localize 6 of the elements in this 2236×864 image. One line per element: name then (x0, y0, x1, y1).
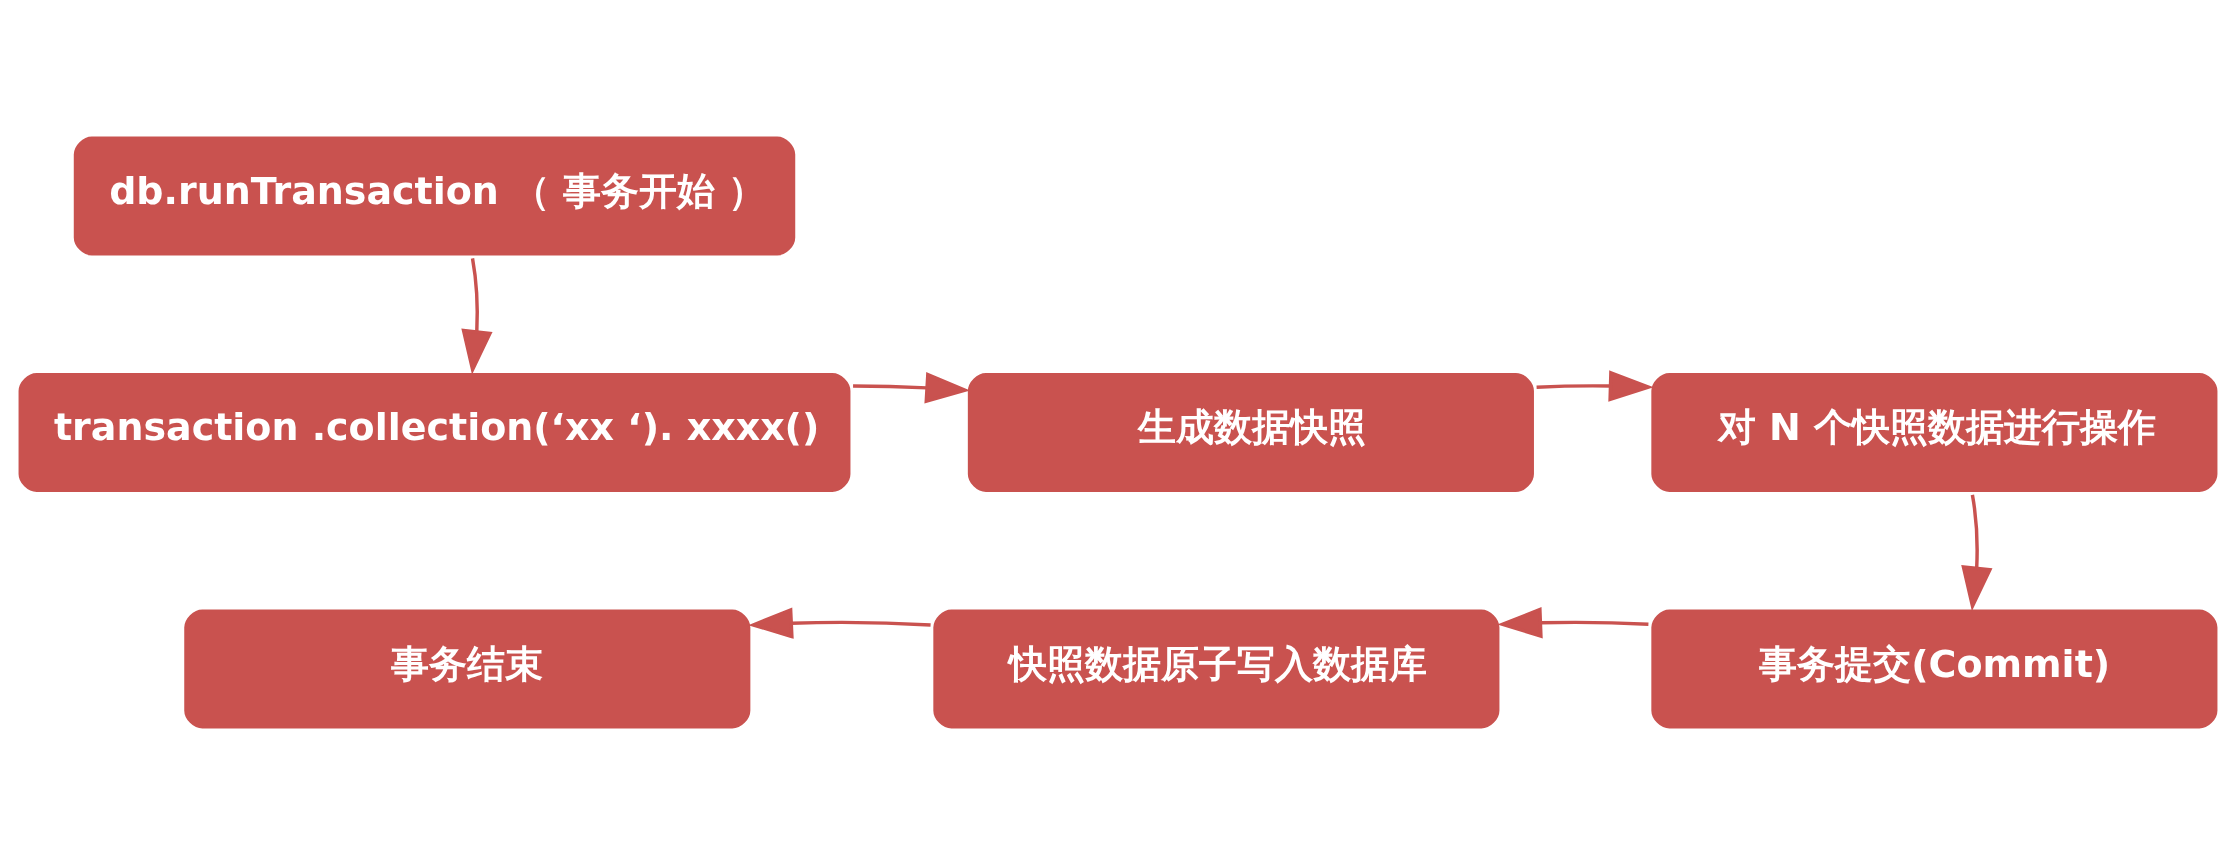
arrow (853, 371, 971, 403)
arrow (748, 606, 931, 639)
arrow (1536, 369, 1654, 402)
arrow (1961, 494, 1993, 611)
arrow (461, 257, 493, 375)
arrow (1497, 606, 1649, 638)
